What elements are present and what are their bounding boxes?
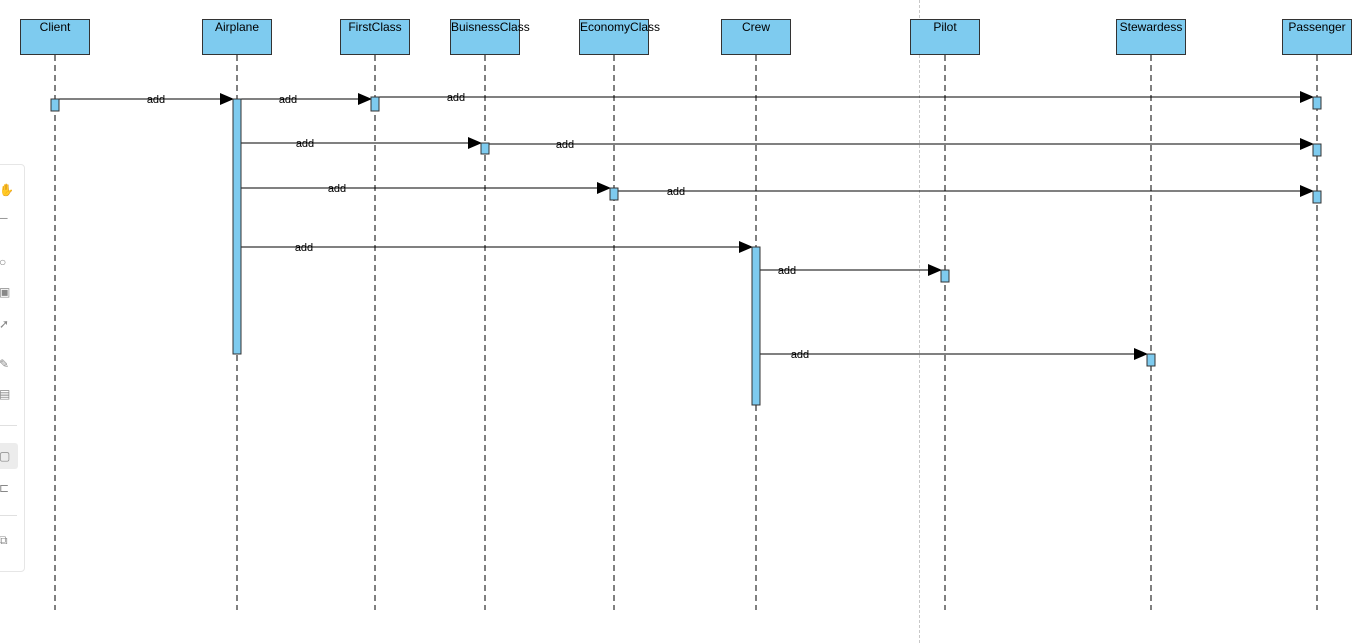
hand-icon[interactable]: ✋ — [0, 183, 14, 197]
lifeline-stewardess-label: Stewardess — [1119, 20, 1183, 34]
left-toolbar: ✋ ─ ○ ▣ ➚ ✎ ▤ ▢ ⊏ ⧉ — [0, 164, 25, 572]
message-label: add — [328, 183, 346, 195]
arrow-tool-icon[interactable]: ➚ — [0, 317, 10, 331]
lifeline-crew-head[interactable]: Crew — [721, 19, 791, 55]
lifeline-economyclass-label: EconomyClass — [580, 20, 661, 34]
message-label: add — [556, 139, 574, 151]
activation-bar-buisnessclass[interactable] — [480, 142, 490, 155]
activation-bar-passenger[interactable] — [1312, 190, 1322, 204]
image-tool-icon[interactable]: ▣ — [0, 285, 11, 299]
circle-tool-icon[interactable]: ○ — [0, 255, 7, 269]
message-label: add — [447, 92, 465, 104]
message-label: add — [667, 186, 685, 198]
activation-bar-economyclass[interactable] — [609, 187, 619, 201]
lifeline-pilot-label: Pilot — [933, 20, 957, 34]
message-label: add — [296, 138, 314, 150]
lifeline-crew-label: Crew — [741, 20, 770, 34]
pen-tool-icon[interactable]: ✎ — [0, 357, 10, 371]
activation-bar-passenger[interactable] — [1312, 143, 1322, 157]
line-tool-icon[interactable]: ─ — [0, 211, 8, 225]
message-label: add — [295, 242, 313, 254]
message-label: add — [791, 349, 809, 361]
rectangle-tool-icon[interactable]: ▢ — [0, 449, 11, 463]
table-tool-icon[interactable]: ▤ — [0, 387, 11, 401]
lifeline-economyclass-head[interactable]: EconomyClass — [579, 19, 660, 55]
lifeline-pilot-head[interactable]: Pilot — [910, 19, 980, 55]
activation-bar-client[interactable] — [50, 98, 60, 112]
message-label: add — [279, 94, 297, 106]
activation-bar-pilot[interactable] — [940, 269, 950, 283]
lifeline-firstclass-head[interactable]: FirstClass — [340, 19, 410, 55]
copy-tool-icon[interactable]: ⧉ — [0, 533, 8, 547]
lifeline-buisnessclass-head[interactable]: BuisnessClass — [450, 19, 530, 55]
activation-bar-passenger[interactable] — [1312, 96, 1322, 110]
lifeline-passenger-head[interactable]: Passenger — [1282, 19, 1352, 55]
lifeline-buisnessclass-label: BuisnessClass — [451, 20, 530, 34]
toolbar-divider — [0, 515, 17, 516]
lifeline-firstclass-label: FirstClass — [348, 20, 402, 34]
lifeline-airplane-head[interactable]: Airplane — [202, 19, 272, 55]
lifeline-airplane-label: Airplane — [214, 20, 260, 34]
active-tool-highlight — [0, 443, 18, 469]
lifeline-stewardess-head[interactable]: Stewardess — [1116, 19, 1186, 55]
message-label: add — [147, 94, 165, 106]
activation-bar-airplane[interactable] — [232, 98, 242, 355]
activation-bar-firstclass[interactable] — [370, 96, 380, 112]
lifeline-client-label: Client — [39, 20, 71, 34]
message-label: add — [778, 265, 796, 277]
lifeline-passenger-label: Passenger — [1288, 20, 1346, 34]
activation-bar-stewardess[interactable] — [1146, 353, 1156, 367]
connector-tool-icon[interactable]: ⊏ — [0, 481, 10, 495]
toolbar-divider — [0, 425, 17, 426]
page-boundary-guide — [919, 0, 920, 643]
lifeline-client-head[interactable]: Client — [20, 19, 90, 55]
activation-bar-crew[interactable] — [751, 246, 761, 406]
